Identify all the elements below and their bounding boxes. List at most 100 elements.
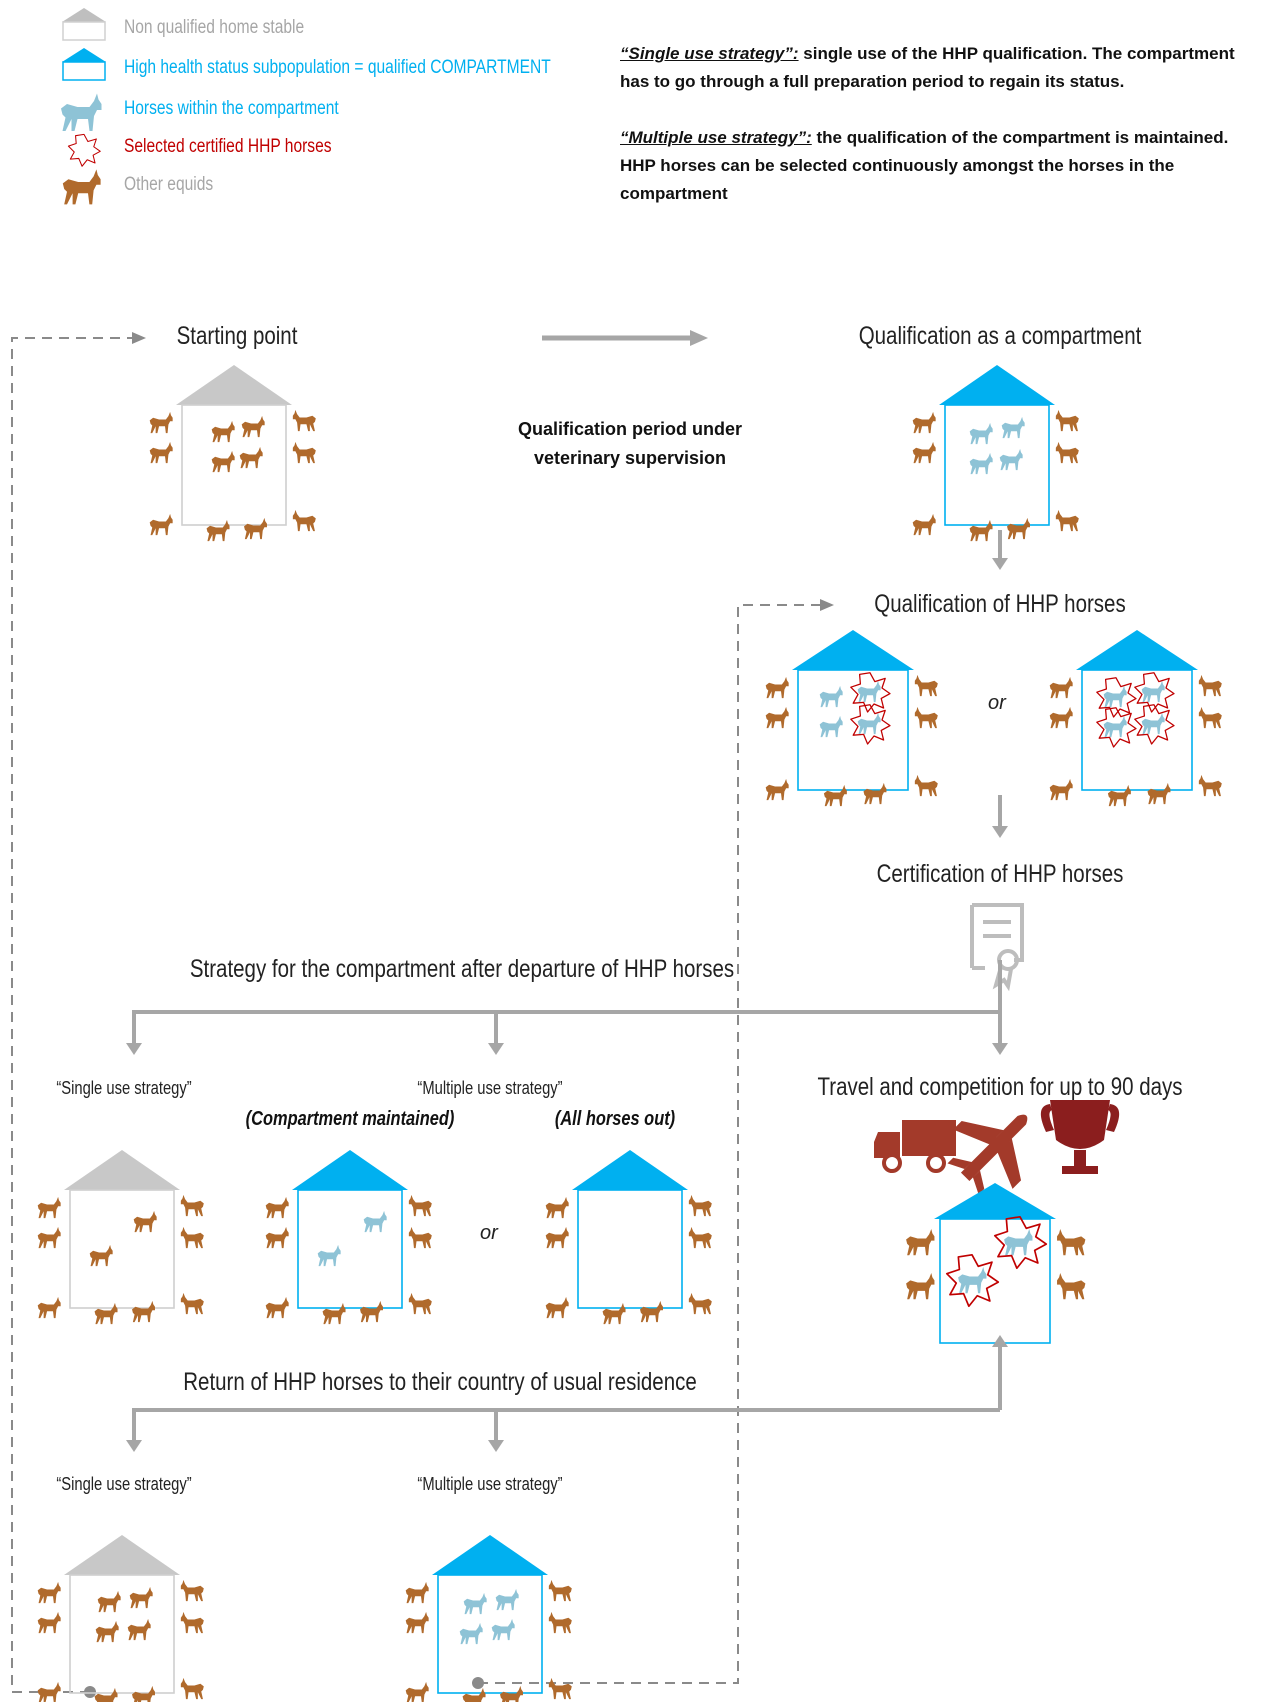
certificate-icon [970, 903, 1024, 992]
qualification-compartment-label: Qualification as a compartment [858, 322, 1142, 350]
compartment-blue-horse [1001, 416, 1025, 439]
multiple-use-house-bottom [432, 1535, 548, 1694]
multiple-bottom-blue-horse [463, 1592, 487, 1615]
hhp-option-b-blue-horse [1103, 715, 1127, 738]
house-roof [64, 1150, 180, 1190]
hhp-option-a-blue-horse [819, 715, 843, 738]
arrow-to-travel-head [992, 1043, 1008, 1055]
single-use-label-bottom: “Single use strategy” [56, 1474, 192, 1494]
all-out-outer-horse [688, 1226, 712, 1249]
arrow-to-hhp-head [992, 558, 1008, 570]
all-out-outer-horse [640, 1300, 663, 1323]
all-out-outer-horse [545, 1196, 569, 1219]
feedback-arrowhead-multiple [820, 599, 834, 611]
single-top-outer-horse [180, 1292, 204, 1315]
blue-horse-icon [61, 93, 102, 131]
feedback-dot-single [84, 1686, 96, 1698]
compartment-maintained-label: (Compartment maintained) [245, 1108, 455, 1130]
or-label-qualification: or [988, 692, 1006, 714]
maintained-blue-horse [317, 1244, 341, 1267]
return-heading: Return of HHP horses to their country of… [183, 1368, 697, 1396]
arrow-to-certification-head [992, 826, 1008, 838]
start-inner-horse [211, 450, 235, 473]
hhp-option-b-outer-horse [1198, 674, 1222, 697]
single-bottom-outer-horse [37, 1681, 61, 1702]
compartment-outer-horse [969, 519, 993, 542]
multiple-use-definition: “Multiple use strategy”: the qualificati… [620, 124, 1260, 208]
hhp-option-a-outer-horse [914, 706, 938, 729]
maintained-outer-horse [265, 1296, 289, 1319]
legend-label-blue-horses: Horses within the compartment [124, 98, 339, 119]
single-bottom-inner-horse [127, 1618, 151, 1641]
qualification-period-note: Qualification period under veterinary su… [500, 415, 760, 473]
single-bottom-inner-horse [129, 1586, 153, 1609]
grey-house-icon-walls [62, 21, 106, 41]
multiple-bottom-outer-horse [462, 1687, 486, 1702]
hhp-option-a-outer-horse [823, 784, 847, 807]
multiple-bottom-outer-horse [548, 1579, 572, 1602]
start-outer-horse [244, 517, 267, 540]
single-use-house-bottom [64, 1535, 180, 1694]
compartment-outer-horse [912, 441, 936, 464]
single-bottom-inner-horse [97, 1590, 121, 1613]
travel-hhp-horse [958, 1267, 987, 1294]
qualification-arrow-head [690, 330, 708, 346]
start-outer-horse [292, 441, 316, 464]
hhp-option-b-outer-horse [1049, 676, 1073, 699]
qualification-period-line2: veterinary supervision [533, 448, 727, 468]
all-horses-out-house [572, 1150, 688, 1309]
single-top-outer-horse [132, 1300, 155, 1323]
house-walls [577, 1189, 683, 1309]
compartment-outer-horse [1055, 409, 1079, 432]
multiple-bottom-outer-horse [405, 1611, 429, 1634]
feedback-arrowhead-single [132, 332, 146, 344]
maintained-outer-horse [408, 1292, 432, 1315]
compartment-outer-horse [1055, 509, 1079, 532]
starting-point-house [176, 365, 292, 526]
all-out-outer-horse [602, 1302, 626, 1325]
single-use-term: “Single use strategy”: [620, 44, 799, 63]
compartment-outer-horse [1007, 517, 1030, 540]
travel-hhp-horse [1004, 1229, 1033, 1256]
compartment-blue-horse [969, 422, 993, 445]
start-outer-horse [149, 441, 173, 464]
house-roof [292, 1150, 408, 1190]
maintained-outer-horse [360, 1300, 383, 1323]
compartment-blue-horse [999, 448, 1023, 471]
red-star-icon [67, 133, 101, 167]
single-top-inner-horse [133, 1210, 157, 1233]
start-inner-horse [241, 415, 265, 438]
single-top-outer-horse [37, 1196, 61, 1219]
house-roof [1076, 630, 1198, 670]
compartment-outer-horse [1055, 441, 1079, 464]
hhp-option-b-outer-horse [1147, 782, 1171, 805]
hhp-option-a-outer-horse [863, 782, 887, 805]
house-roof [792, 630, 914, 670]
multiple-bottom-outer-horse [548, 1611, 572, 1634]
hhp-option-b-outer-horse [1049, 706, 1073, 729]
single-bottom-outer-horse [180, 1677, 204, 1700]
house-roof [64, 1535, 180, 1575]
arrow-to-multiple-bottom-head [488, 1440, 504, 1452]
house-roof [176, 365, 292, 405]
qualification-period-line1: Qualification period under [517, 419, 742, 439]
all-out-outer-horse [545, 1296, 569, 1319]
maintained-outer-horse [408, 1194, 432, 1217]
legend-label-non-qualified: Non qualified home stable [124, 17, 305, 38]
house-roof [432, 1535, 548, 1575]
house-walls [939, 1218, 1051, 1344]
hhp-option-b-outer-horse [1198, 706, 1222, 729]
start-outer-horse [149, 411, 173, 434]
single-top-inner-horse [89, 1244, 113, 1267]
feedback-dashed-line-multiple [478, 604, 820, 1684]
house-walls [437, 1574, 543, 1694]
hhp-option-b-blue-horse [1103, 685, 1127, 708]
hhp-option-a-outer-horse [914, 774, 938, 797]
multiple-use-text: the qualification of the compartment is … [620, 128, 1229, 203]
hhp-option-b-blue-horse [1141, 680, 1165, 703]
arrow-to-single-bottom-head [126, 1440, 142, 1452]
multiple-bottom-blue-horse [459, 1622, 483, 1645]
or-label-strategy: or [480, 1222, 498, 1244]
hhp-option-a-outer-horse [765, 676, 789, 699]
